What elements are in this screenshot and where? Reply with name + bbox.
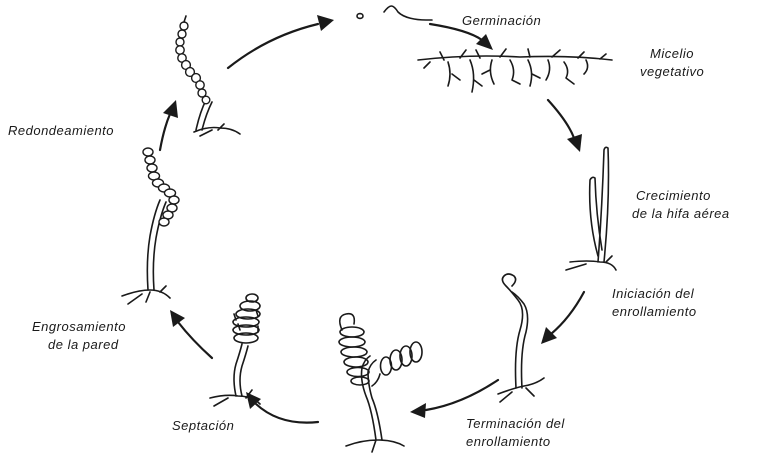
spore-chain-rounded <box>176 16 210 104</box>
label-septation: Septación <box>172 418 234 433</box>
arrow-to-aerial-hypha <box>548 100 582 152</box>
cycle-arrows <box>160 15 584 423</box>
label-aerial-hypha-2: de la hifa aérea <box>632 206 730 221</box>
label-wall-thickening-1: Engrosamiento <box>32 319 126 334</box>
septation-drawing <box>210 294 260 406</box>
label-coiling-termination-1: Terminación del <box>466 416 565 431</box>
arrow-to-germination <box>228 15 334 68</box>
coiling-initiation-drawing <box>498 274 544 402</box>
rounding-drawing <box>176 16 240 136</box>
septate-coil <box>233 294 260 343</box>
label-germination: Germinación <box>462 13 541 28</box>
arrow-to-coiling-initiation <box>541 292 584 344</box>
coil-left <box>339 314 369 385</box>
aerial-hypha-drawing <box>566 147 616 270</box>
label-rounding: Redondeamiento <box>8 123 114 138</box>
label-coiling-initiation-2: enrollamiento <box>612 304 697 319</box>
label-coiling-initiation-1: Iniciación del <box>612 286 695 301</box>
label-coiling-termination-2: enrollamiento <box>466 434 551 449</box>
wall-thickening-drawing <box>122 148 179 304</box>
arrow-to-septation <box>246 392 318 423</box>
arrow-to-rounding <box>160 100 178 150</box>
label-wall-thickening-2: de la pared <box>48 337 119 352</box>
label-vegetative-mycelium-2: vegetativo <box>640 64 704 79</box>
spore-germination-drawing <box>357 6 432 20</box>
coil-right <box>372 342 422 386</box>
arrow-to-coiling-termination <box>410 380 498 418</box>
label-vegetative-mycelium-1: Micelio <box>650 46 694 61</box>
label-aerial-hypha-1: Crecimiento <box>636 188 711 203</box>
coiling-termination-drawing <box>339 314 422 452</box>
arrow-to-wall-thickening <box>170 310 212 358</box>
vegetative-mycelium-drawing <box>418 49 612 92</box>
